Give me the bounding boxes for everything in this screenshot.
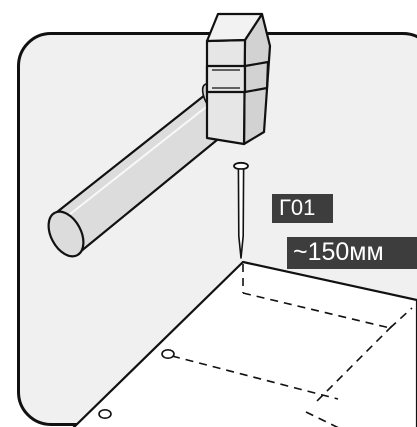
board-surface <box>72 260 417 427</box>
nail-shank <box>237 168 245 259</box>
guide-line-top-horizontal <box>242 292 391 329</box>
hole-lower <box>98 408 112 419</box>
guide-line-right-top <box>389 307 413 329</box>
guide-line-middle <box>171 355 339 400</box>
board <box>72 260 417 427</box>
hammer-icon <box>47 12 272 258</box>
guide-line-diagonal <box>313 325 393 405</box>
distance-label: ~150мм <box>287 237 417 269</box>
hammer-head-top-face <box>205 12 264 43</box>
hammer-head <box>205 12 272 146</box>
handle-end <box>47 210 85 258</box>
nail-icon <box>233 161 249 259</box>
hole-upper <box>161 348 175 359</box>
guide-line-bottom <box>305 411 339 427</box>
part-code-label: Г01 <box>272 194 333 223</box>
dashed-guide-lines <box>171 264 413 427</box>
